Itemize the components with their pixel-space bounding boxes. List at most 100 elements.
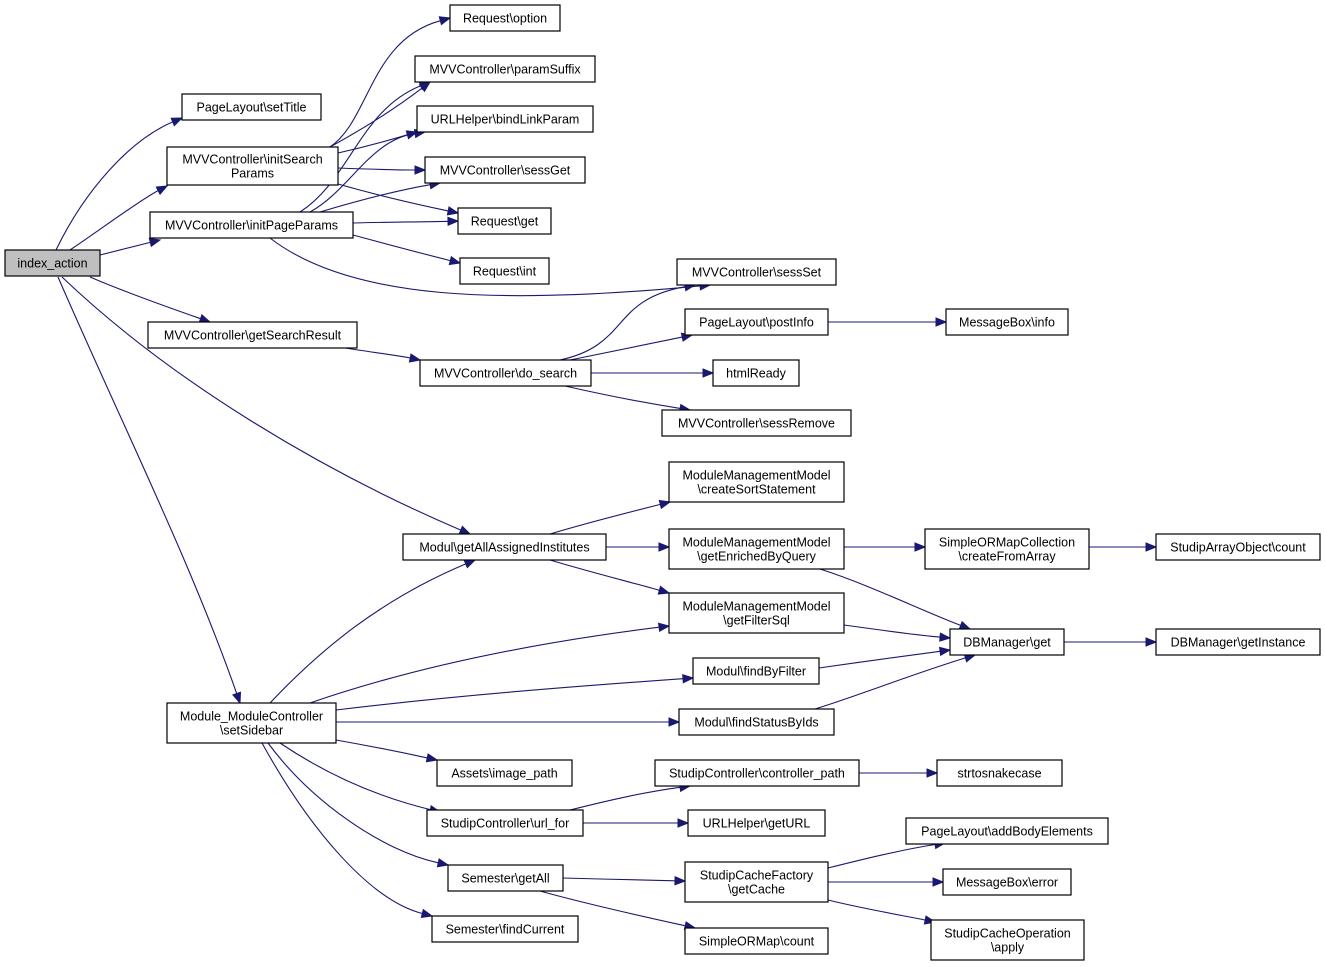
node-box [942,868,1072,896]
node-box [678,708,835,736]
node-box [924,528,1090,570]
node-label: MVVController\do_search [434,367,577,381]
edge-semGetAll-to-getCache [562,876,687,886]
node-box [905,817,1109,845]
arrowhead [414,165,427,175]
node-urlFor[interactable]: StudipController\url_for [426,809,584,837]
node-sessGet[interactable]: MVVController\sessGet [424,156,586,184]
edge-line [819,568,961,626]
node-getFilterSql[interactable]: ModuleManagementModel\getFilterSql [668,592,845,634]
node-addBody[interactable]: PageLayout\addBodyElements [905,817,1109,845]
node-box [414,55,596,83]
node-sessRemove[interactable]: MVVController\sessRemove [661,409,852,437]
node-getAllInst[interactable]: Modul\getAllAssignedInstitutes [402,533,607,561]
edge-line [309,132,416,213]
arrowhead [657,585,671,595]
arrowhead [420,908,434,918]
edge-line [549,503,661,535]
edge-line [827,843,936,869]
node-findStatus[interactable]: Modul\findStatusByIds [678,708,835,736]
node-dbGet[interactable]: DBManager\get [949,628,1065,656]
edge-line [818,650,941,669]
node-box [166,702,337,744]
node-box [936,759,1063,787]
edge-line [329,87,423,148]
edge-line [329,20,441,148]
node-createFromArray[interactable]: SimpleORMapCollection\createFromArray [924,528,1090,570]
arrowhead [447,216,460,227]
node-cacheApply[interactable]: StudipCacheOperation\apply [930,919,1085,961]
node-semFindCurrent[interactable]: Semester\findCurrent [431,915,579,943]
node-doSearch[interactable]: MVVController\do_search [419,359,592,387]
node-box [668,461,845,503]
node-getCache[interactable]: StudipCacheFactory\getCache [684,861,829,903]
node-msgError[interactable]: MessageBox\error [942,868,1072,896]
arrowhead [1145,542,1158,552]
node-box [945,308,1069,336]
node-box [1155,628,1321,656]
edge-setSidebar-to-getFilterSql [309,622,671,704]
node-imagePath[interactable]: Assets\image_path [436,759,573,787]
edge-initSearch-to-reqGet [337,183,460,216]
node-box [684,927,829,955]
edge-line [299,85,421,213]
node-reqOption[interactable]: Request\option [449,4,561,32]
node-box [692,657,820,685]
edge-line [337,183,449,212]
edge-setSidebar-to-semFindCurrent [261,742,434,918]
node-sessSet[interactable]: MVVController\sessSet [676,258,837,286]
node-initPage[interactable]: MVVController\initPageParams [149,211,354,239]
node-label: ModuleManagementModel [682,536,830,550]
node-box [149,211,354,239]
node-snake[interactable]: strtosnakecase [936,759,1063,787]
node-box [424,156,586,184]
node-box [147,321,358,349]
node-ctrlPath[interactable]: StudipController\controller_path [654,759,860,787]
edge-root-to-setTitle [55,117,184,251]
node-htmlReady[interactable]: htmlReady [712,359,800,387]
node-semGetAll[interactable]: Semester\getAll [447,864,564,892]
arrowhead [148,237,162,248]
edge-line [261,742,423,915]
edge-findStatus-to-dbGet [814,653,977,710]
node-root[interactable]: index_action [4,249,101,277]
node-msgInfo[interactable]: MessageBox\info [945,308,1069,336]
node-findByFilter[interactable]: Modul\findByFilter [692,657,820,685]
edge-line [562,877,676,882]
arrowhead [932,877,945,887]
edge-line [352,234,451,262]
node-paramSuffix[interactable]: MVVController\paramSuffix [414,55,596,83]
node-label: MessageBox\error [956,876,1058,890]
node-box [684,308,829,336]
node-label: Params [231,167,274,181]
edge-line [843,624,941,638]
node-label: Semester\getAll [461,872,549,886]
edge-setSidebar-to-semGetAll [267,742,450,868]
node-label: htmlReady [726,367,786,381]
node-label: Modul\findStatusByIds [694,716,818,730]
edge-line [269,563,467,704]
node-postInfo[interactable]: PageLayout\postInfo [684,308,829,336]
edge-line [99,241,151,256]
node-bindLink[interactable]: URLHelper\bindLinkParam [416,105,594,133]
node-getSearchResult[interactable]: MVVController\getSearchResult [147,321,358,349]
node-reqGet[interactable]: Request\get [457,207,552,235]
edge-setSidebar-to-findByFilter [335,673,695,711]
node-ormCount[interactable]: SimpleORMap\count [684,927,829,955]
node-dbInstance[interactable]: DBManager\getInstance [1155,628,1321,656]
node-getURL[interactable]: URLHelper\getURL [687,809,826,837]
node-reqInt[interactable]: Request\int [459,257,550,285]
node-arrCount[interactable]: StudipArrayObject\count [1155,533,1321,561]
node-setTitle[interactable]: PageLayout\setTitle [181,93,322,121]
node-box [4,249,101,277]
node-createSort[interactable]: ModuleManagementModel\createSortStatemen… [668,461,845,503]
node-getEnriched[interactable]: ModuleManagementModel\getEnrichedByQuery [668,528,845,570]
node-box [181,93,322,121]
edge-getCache-to-addBody [827,839,947,869]
node-box [426,809,584,837]
edge-getSearchResult-to-doSearch [344,347,422,363]
node-setSidebar[interactable]: Module_ModuleController\setSidebar [166,702,337,744]
edge-line [61,276,462,531]
node-label: DBManager\getInstance [1171,636,1306,650]
